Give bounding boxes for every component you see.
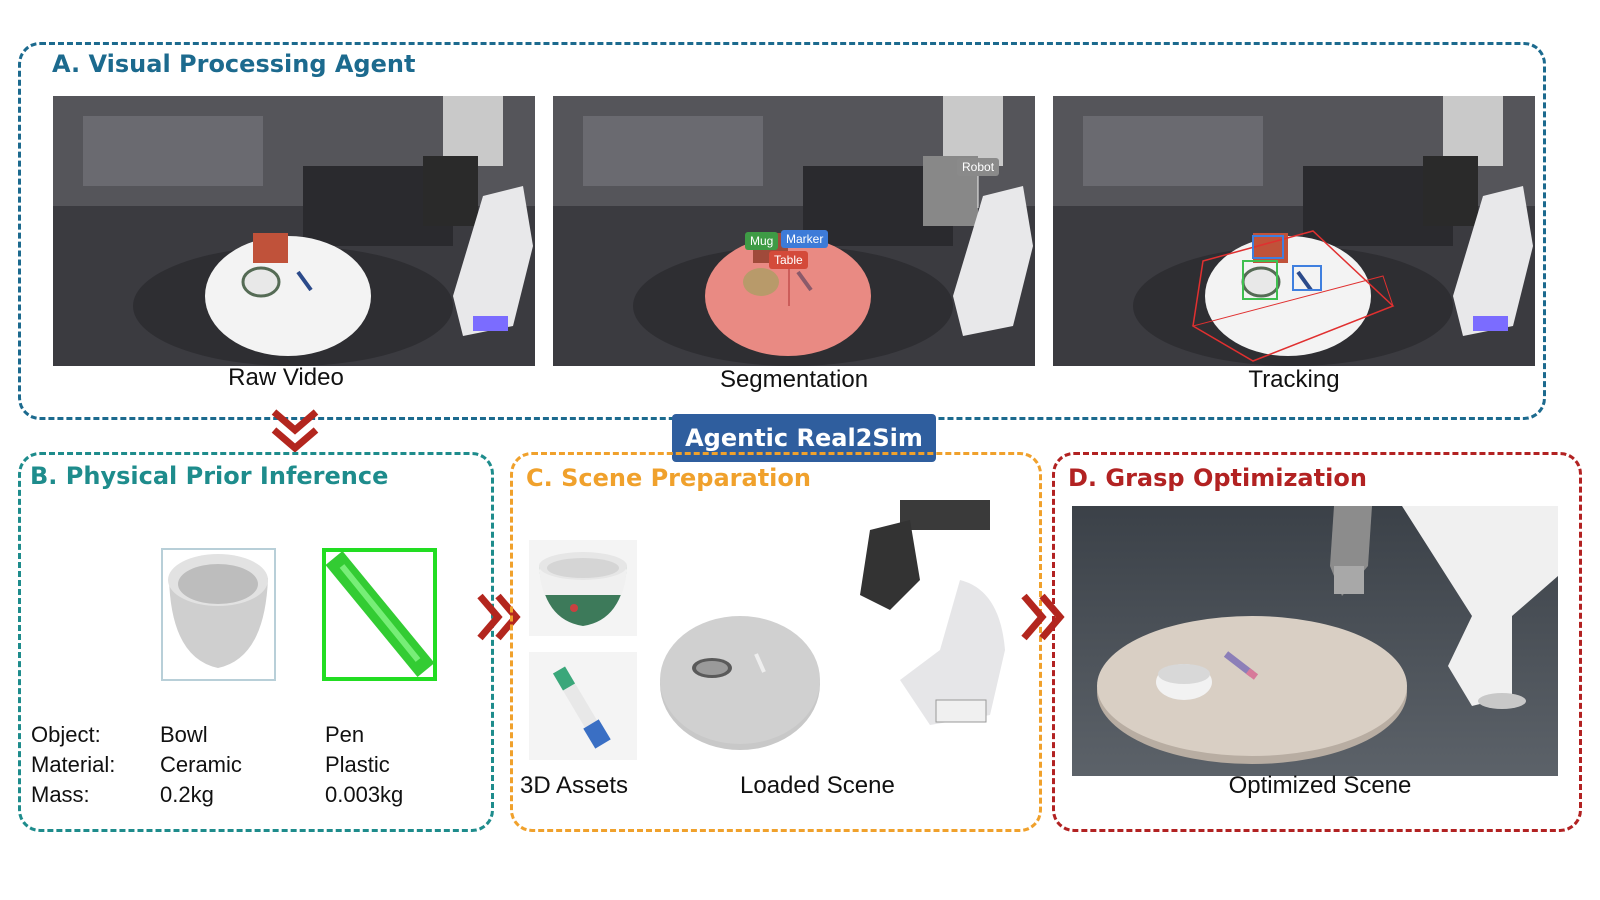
panel-c-title: C. Scene Preparation xyxy=(526,464,811,492)
bowl-mass: 0.2kg xyxy=(160,782,214,807)
panel-b-title: B. Physical Prior Inference xyxy=(30,462,389,490)
down-chevron-icon xyxy=(271,409,319,453)
row-label-material: Material: xyxy=(31,752,116,777)
caption-3d-assets: 3D Assets xyxy=(520,772,629,799)
panel-physical-prior-inference xyxy=(18,452,494,832)
caption-segmentation: Segmentation xyxy=(719,366,869,393)
right-chevron-icon xyxy=(477,593,521,641)
loaded-scene-image xyxy=(660,500,1015,750)
caption-optimized-scene: Optimized Scene xyxy=(1228,772,1412,799)
mug-tag: Mug xyxy=(745,232,779,250)
caption-tracking: Tracking xyxy=(1248,366,1340,393)
right-chevron-icon xyxy=(1021,593,1065,641)
optimized-scene-image xyxy=(1072,506,1558,776)
pen-asset-image xyxy=(529,652,637,760)
panel-d-title: D. Grasp Optimization xyxy=(1068,464,1367,492)
caption-raw-video: Raw Video xyxy=(228,364,344,391)
panel-a-title: A. Visual Processing Agent xyxy=(52,50,416,78)
tracking-image xyxy=(1053,96,1535,366)
pen-object: Pen xyxy=(325,722,365,747)
marker-tag: Marker xyxy=(781,230,829,248)
panel-scene-preparation xyxy=(510,452,1042,832)
bowl-asset-image xyxy=(529,540,637,636)
bowl-image xyxy=(161,548,276,681)
raw-video-image xyxy=(53,96,535,366)
bowl-material: Ceramic xyxy=(160,752,242,777)
table-tag: Table xyxy=(769,251,808,269)
caption-loaded-scene: Loaded Scene xyxy=(740,772,895,799)
segmentation-image: Robot Mug Marker Table xyxy=(553,96,1035,366)
pen-material: Plastic xyxy=(325,752,390,777)
row-label-object: Object: xyxy=(31,722,101,747)
panel-grasp-optimization xyxy=(1052,452,1582,832)
pen-mass: 0.003kg xyxy=(325,782,404,807)
robot-tag: Robot xyxy=(957,158,1000,176)
bowl-object: Bowl xyxy=(160,722,208,747)
pen-image xyxy=(322,548,437,681)
row-label-mass: Mass: xyxy=(31,782,90,807)
